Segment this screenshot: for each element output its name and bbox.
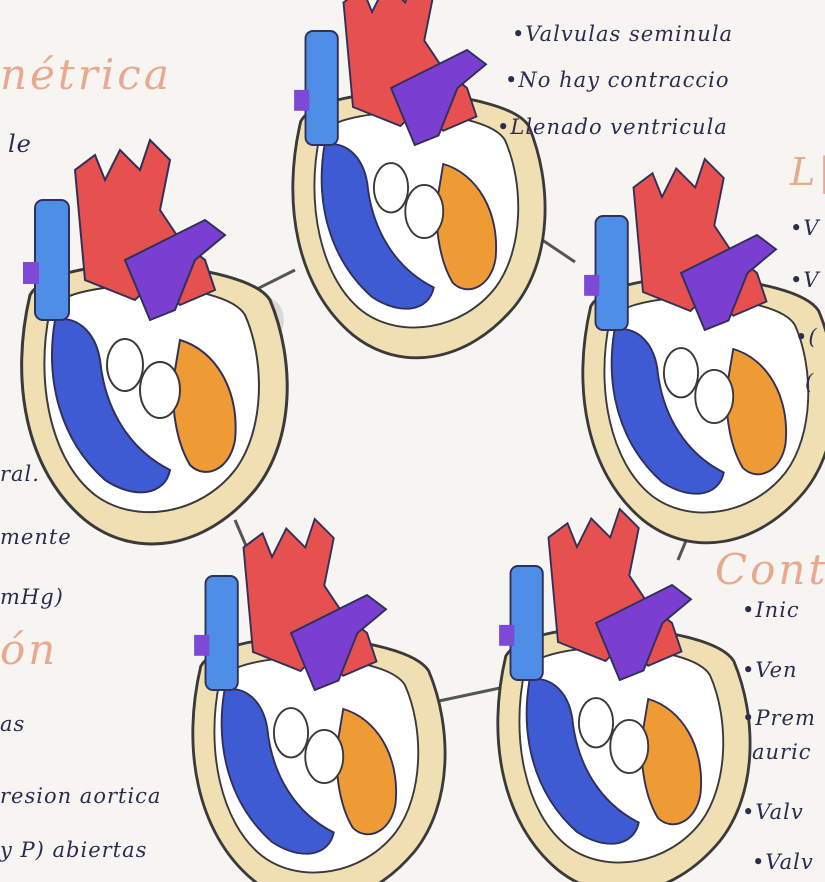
note-left-upper: le xyxy=(8,130,32,158)
heading-ejection: ón xyxy=(0,625,58,674)
note-bottom-right-2: •Ven xyxy=(742,658,798,682)
note-bottom-right-1: •Inic xyxy=(742,598,800,622)
note-bottom-right-6: •Valv xyxy=(752,850,814,874)
note-right-1: •V xyxy=(790,216,820,240)
note-bottom-right-3: •Prem xyxy=(742,706,816,730)
note-right-4: ( xyxy=(805,370,814,394)
heart-left xyxy=(22,140,288,544)
heading-contraction: Cont xyxy=(715,545,825,594)
note-left-mid-3: mHg) xyxy=(0,585,64,609)
note-top-right-1: •Valvulas seminula xyxy=(512,22,733,46)
heart-bottom-left xyxy=(193,519,445,882)
note-left-low-2: resion aortica xyxy=(0,784,161,808)
note-top-right-3: •Llenado ventricula xyxy=(497,115,728,139)
heart-right xyxy=(583,159,825,543)
note-bottom-right-5: •Valv xyxy=(742,800,804,824)
note-right-2: •V xyxy=(790,268,820,292)
note-left-mid-2: mente xyxy=(0,525,72,549)
heart-top xyxy=(293,0,545,358)
note-left-low-3: y P) abiertas xyxy=(0,838,147,862)
note-left-mid-1: ral. xyxy=(0,462,40,486)
heading-fragment-right: L| xyxy=(790,150,825,194)
note-left-low-1: as xyxy=(0,712,25,736)
note-bottom-right-4: auric xyxy=(752,740,812,764)
heading-isovolumetric: nétrica xyxy=(0,50,172,99)
note-top-right-2: •No hay contraccio xyxy=(505,68,729,92)
heart-bottom-right xyxy=(498,509,750,882)
note-right-3: •( xyxy=(795,325,818,349)
